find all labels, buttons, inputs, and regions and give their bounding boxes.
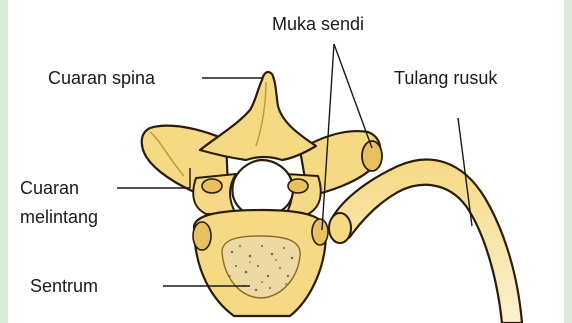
label-transverse-process-1: Cuaran bbox=[20, 178, 79, 198]
label-centrum: Sentrum bbox=[30, 276, 98, 296]
rib-shape bbox=[329, 160, 522, 323]
label-rib: Tulang rusuk bbox=[394, 68, 498, 88]
label-spinous-process: Cuaran spina bbox=[48, 68, 156, 88]
label-articular-surface: Muka sendi bbox=[272, 14, 364, 34]
vertebra-shape bbox=[142, 72, 382, 316]
label-transverse-process-2: melintang bbox=[20, 207, 98, 227]
